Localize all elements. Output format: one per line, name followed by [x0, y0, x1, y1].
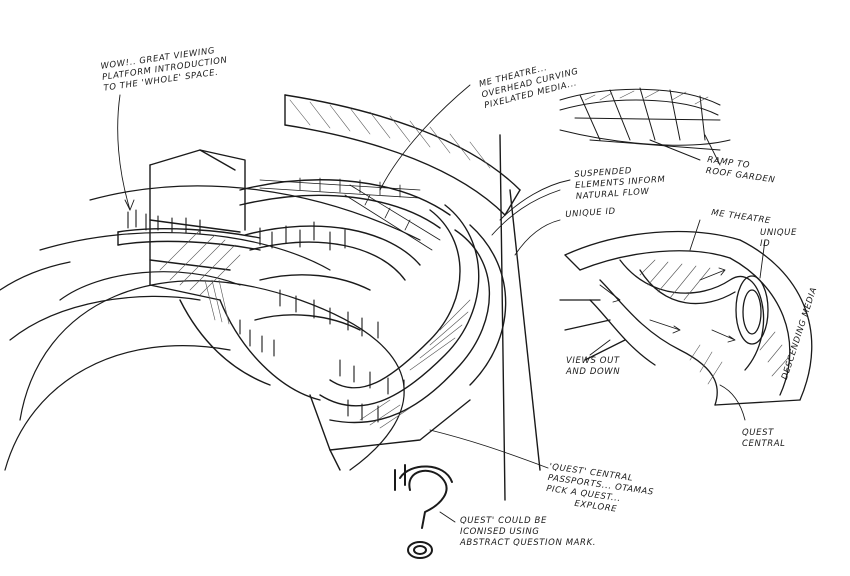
note-line: QUEST' COULD BE — [460, 516, 547, 526]
question-mark-icon — [394, 464, 453, 559]
note-line: ICONISED USING — [460, 527, 540, 537]
leader-lines — [117, 84, 766, 523]
note-line: CENTRAL — [742, 439, 786, 449]
note-line: QUEST — [742, 428, 774, 438]
note-line: VIEWS OUT — [566, 356, 620, 366]
flow-arrows — [599, 267, 736, 343]
plan-hatching — [639, 259, 789, 385]
note-quest-central-plan: QUEST CENTRAL — [742, 428, 786, 450]
ramp-sketch-hatching — [584, 89, 709, 105]
note-line: ABSTRACT QUESTION MARK. — [460, 538, 597, 548]
note-views-out: VIEWS OUT AND DOWN — [566, 356, 620, 378]
curved-building — [117, 94, 541, 501]
plan-view — [559, 230, 813, 406]
note-suspended-elements: SUSPENDED ELEMENTS INFORM NATURAL FLOW — [574, 164, 667, 203]
note-line: AND DOWN — [566, 367, 621, 377]
window-bands — [259, 177, 441, 251]
note-line: UNIQUE — [760, 228, 797, 238]
building-hatching — [159, 99, 491, 429]
note-unique-id-plan: UNIQUE ID — [760, 228, 797, 250]
note-line: ID — [760, 239, 771, 249]
people-figures — [127, 209, 405, 423]
note-quest-icon: QUEST' COULD BE ICONISED USING ABSTRACT … — [460, 516, 596, 549]
